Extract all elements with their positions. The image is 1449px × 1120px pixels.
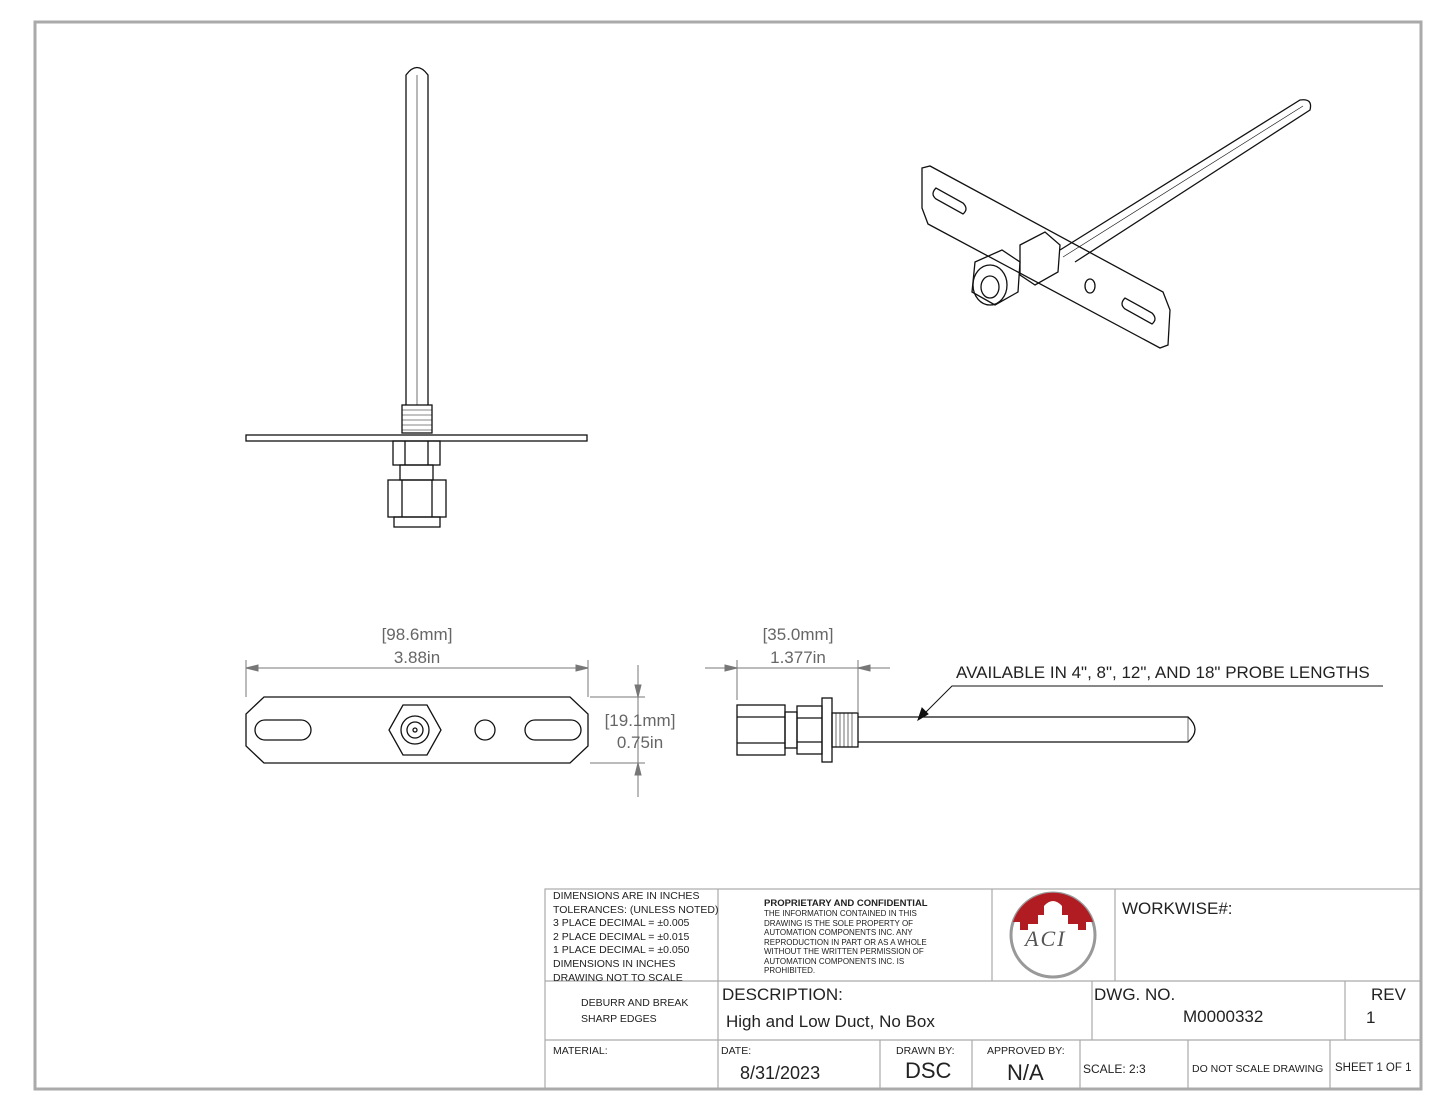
deburr-line: DEBURR AND BREAK (581, 997, 689, 1009)
drawn-by-label: DRAWN BY: (896, 1045, 955, 1057)
proprietary-block: PROPRIETARY AND CONFIDENTIAL THE INFORMA… (764, 898, 928, 976)
proprietary-line: DRAWING IS THE SOLE PROPERTY OF (764, 918, 914, 928)
rev-value: 1 (1366, 1008, 1376, 1027)
tolerances-block: DIMENSIONS ARE IN INCHES TOLERANCES: (UN… (553, 890, 719, 985)
fitting-mm-label: [35.0mm] (762, 625, 834, 644)
description-value: High and Low Duct, No Box (726, 1012, 935, 1031)
proprietary-title: PROPRIETARY AND CONFIDENTIAL (764, 898, 928, 909)
deburr-line: SHARP EDGES (581, 1013, 657, 1025)
width-in-label: 3.88in (393, 648, 441, 667)
tolerance-line: DIMENSIONS IN INCHES (553, 957, 676, 970)
height-in-label: 0.75in (616, 733, 664, 752)
probe-length-callout: AVAILABLE IN 4", 8", 12", AND 18" PROBE … (956, 663, 1370, 682)
proprietary-line: REPRODUCTION IN PART OR AS A WHOLE (764, 937, 927, 947)
tolerance-line: 3 PLACE DECIMAL = ±0.005 (553, 917, 690, 930)
rev-label: REV (1371, 985, 1406, 1004)
tolerance-line: DRAWING NOT TO SCALE (553, 971, 683, 984)
date-value: 8/31/2023 (740, 1063, 821, 1083)
aci-logo (1009, 891, 1097, 979)
dwg-no-value: M0000332 (1183, 1007, 1264, 1026)
dimension-lines (245, 660, 890, 797)
logo-text: ACI (1025, 926, 1067, 951)
date-label: DATE: (721, 1045, 752, 1057)
deburr-note: DEBURR AND BREAK SHARP EDGES (581, 995, 688, 1027)
proprietary-line: THE INFORMATION CONTAINED IN THIS (764, 909, 917, 918)
sheet-label: SHEET 1 OF 1 (1335, 1062, 1412, 1074)
front-view (245, 66, 588, 528)
description-label: DESCRIPTION: (722, 985, 843, 1004)
tolerance-line: 2 PLACE DECIMAL = ±0.015 (553, 930, 690, 943)
do-not-scale-label: DO NOT SCALE DRAWING (1192, 1063, 1324, 1075)
tolerance-line: TOLERANCES: (UNLESS NOTED) (553, 903, 719, 916)
drawn-by-value: DSC (905, 1058, 952, 1083)
height-mm-label: [19.1mm] (604, 711, 676, 730)
plate-view (245, 696, 589, 764)
tolerance-line: DIMENSIONS ARE IN INCHES (553, 890, 700, 902)
sheet-border (33, 20, 1423, 1091)
width-mm-label: [98.6mm] (381, 625, 453, 644)
leader-line (917, 685, 1383, 722)
approved-by-value: N/A (1007, 1060, 1044, 1085)
approved-by-label: APPROVED BY: (987, 1045, 1065, 1057)
tolerance-line: 1 PLACE DECIMAL = ±0.050 (553, 944, 690, 957)
proprietary-line: PROHIBITED. (764, 966, 816, 975)
title-block-grid (544, 888, 1422, 1090)
proprietary-line: WITHOUT THE WRITTEN PERMISSION OF (764, 947, 924, 956)
workwise-label: WORKWISE#: (1122, 899, 1233, 918)
isometric-view (921, 99, 1312, 349)
proprietary-line: AUTOMATION COMPONENTS INC. IS (764, 956, 905, 966)
scale-label: SCALE: 2:3 (1083, 1062, 1146, 1076)
material-label: MATERIAL: (553, 1045, 608, 1057)
proprietary-line: AUTOMATION COMPONENTS INC. ANY (764, 928, 913, 937)
fitting-in-label: 1.377in (770, 648, 826, 667)
side-view (736, 697, 1196, 763)
dwg-no-label: DWG. NO. (1094, 985, 1176, 1004)
